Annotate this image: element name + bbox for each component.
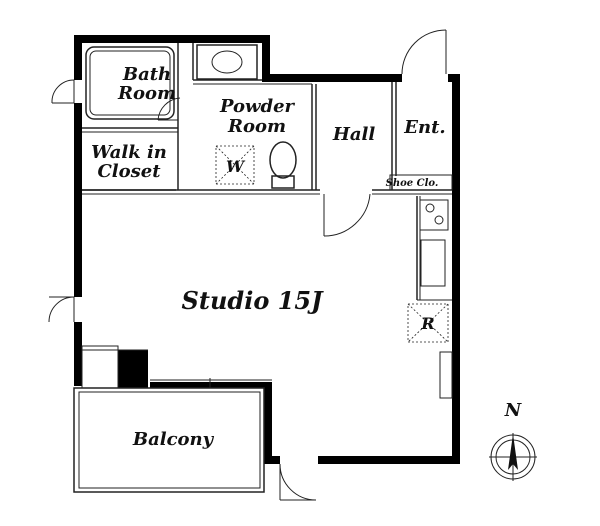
walk-in-closet-label-2: Closet: [97, 161, 161, 182]
hall-label: Hall: [332, 124, 376, 145]
doors: [48, 29, 447, 501]
shoe-closet-label: Shoe Clo.: [386, 178, 439, 189]
studio-label: Studio 15J: [182, 286, 325, 315]
balcony-label: Balcony: [132, 429, 215, 450]
storage-niche: [81, 345, 148, 389]
bathtub: [85, 46, 175, 120]
toilet: [269, 141, 297, 189]
exterior-walls: [74, 35, 460, 464]
powder-room-label-2: Room: [227, 116, 286, 137]
walk-in-closet-label-1: Walk in: [91, 142, 167, 163]
washer: [215, 145, 255, 185]
kitchen-counter: [416, 196, 452, 301]
compass-needle-icon: [508, 434, 518, 470]
compass-north-label: N: [504, 400, 523, 421]
window-right: [439, 351, 453, 399]
fridge-mark: R: [420, 314, 434, 333]
balcony-outline: [73, 387, 265, 493]
entrance-label: Ent.: [403, 117, 445, 138]
compass: N: [489, 400, 537, 481]
bath-room-label-2: Room: [117, 83, 176, 104]
bath-room-label-1: Bath: [122, 64, 171, 85]
washer-mark: W: [226, 157, 246, 176]
interior-walls: [82, 43, 453, 388]
washbasin: [196, 44, 258, 80]
fridge: [407, 303, 449, 343]
powder-room-label-1: Powder: [219, 96, 296, 117]
